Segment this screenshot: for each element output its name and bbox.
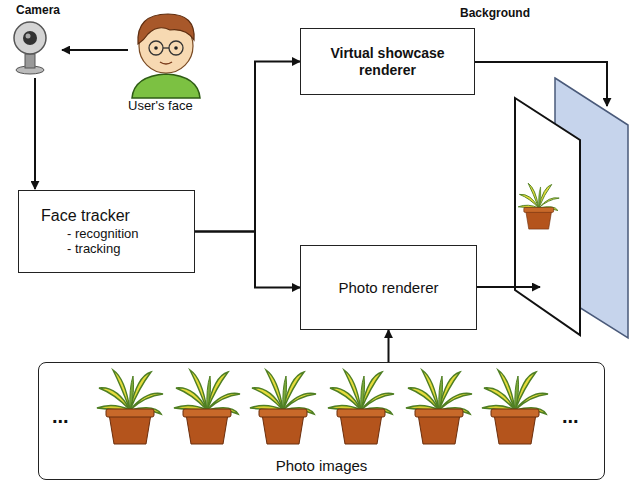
- box-title: Photo renderer: [338, 279, 438, 297]
- box-title: Face tracker: [41, 206, 130, 225]
- photo-images-panel: Photo images: [38, 362, 605, 480]
- ellipsis-mark: ...: [562, 404, 579, 428]
- person-label: User's face: [128, 98, 193, 114]
- webcam-icon: [14, 22, 46, 74]
- renderer-box: Photo renderer: [300, 245, 477, 330]
- background-arrow: [475, 62, 607, 106]
- display-panels: [515, 78, 628, 338]
- capture-arrow: [62, 49, 128, 51]
- user-face-illustration: [132, 14, 200, 98]
- flow-arrow: [195, 62, 300, 232]
- panel-label: Background: [460, 6, 530, 20]
- device-label: Camera: [16, 3, 60, 17]
- video-arrow: [34, 78, 36, 189]
- box-title: Photo images: [276, 457, 368, 475]
- plant-photo: [174, 370, 240, 444]
- box-title: Virtual showcase renderer: [320, 45, 455, 79]
- plant-photo: [328, 370, 394, 444]
- face-tracker-box: Face tracker- recognition- tracking: [18, 190, 195, 273]
- plant-photo: [406, 370, 472, 444]
- renderer-box: Virtual showcase renderer: [300, 28, 475, 95]
- ellipsis-mark: ...: [52, 404, 69, 428]
- box-item: - recognition: [67, 226, 139, 242]
- flow-arrow: [195, 232, 300, 288]
- plant-photo: [482, 370, 548, 444]
- plant-photo: [97, 370, 163, 444]
- box-item: - tracking: [67, 241, 120, 257]
- displayed-plant: [518, 183, 559, 229]
- photo-strip: [97, 370, 548, 444]
- flow-arrow: [388, 330, 390, 362]
- plant-photo: [250, 370, 316, 444]
- photo-output-arrow: [477, 286, 540, 288]
